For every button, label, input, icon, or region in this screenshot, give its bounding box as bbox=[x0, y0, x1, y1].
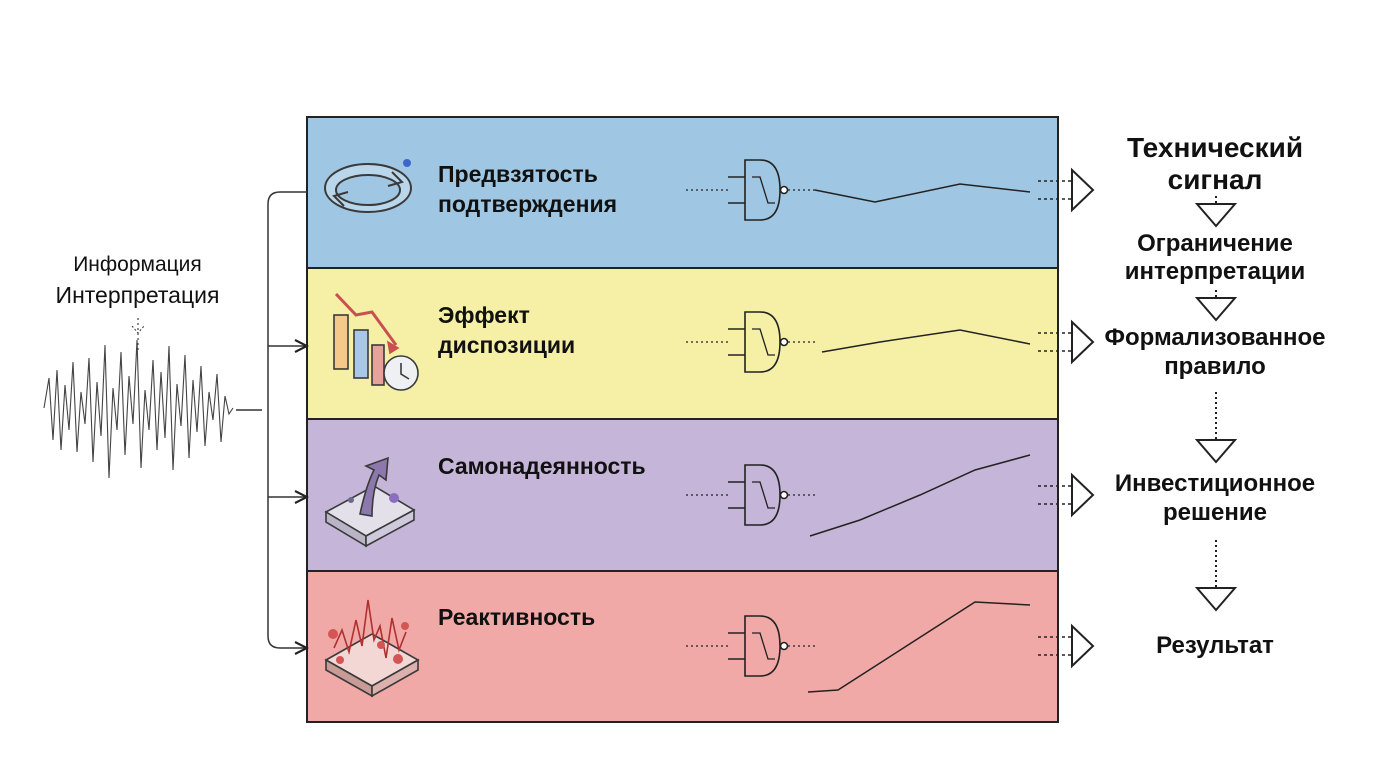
outline-arrow-icon bbox=[1038, 319, 1095, 365]
flow-connectors bbox=[1194, 196, 1238, 612]
rising-arrow-platform-icon bbox=[324, 456, 416, 548]
band-title-disposition-line1: Эффект bbox=[438, 302, 530, 328]
stage-technical-signal-line2: сигнал bbox=[1167, 164, 1263, 195]
stage-investment-decision-line1: Инвестиционное bbox=[1114, 470, 1316, 497]
cycle-arrows-icon bbox=[324, 159, 412, 213]
band-title-confirmation-line1: Предвзятость bbox=[438, 161, 598, 187]
spike-signal-platform-icon bbox=[324, 599, 420, 698]
stage-technical-signal-line1: Технический bbox=[1126, 132, 1304, 163]
output-trace-line bbox=[814, 183, 1031, 203]
band-reactivity bbox=[307, 571, 1058, 722]
output-trace-line bbox=[807, 601, 1031, 693]
outline-arrow-icon bbox=[1038, 167, 1095, 213]
input-label-interpretation: Интерпретация bbox=[55, 282, 220, 308]
logic-gate-icon bbox=[686, 159, 1031, 221]
stage-formal-rule-line1: Формализованное bbox=[1104, 324, 1326, 351]
declining-bars-clock-icon bbox=[333, 292, 419, 391]
output-trace-line bbox=[821, 329, 1031, 353]
stage-result: Результат bbox=[1156, 632, 1274, 659]
outline-arrow-icon bbox=[1038, 472, 1095, 518]
band-disposition-effect bbox=[307, 268, 1058, 419]
band-overconfidence bbox=[307, 419, 1058, 571]
brace-connector bbox=[236, 191, 307, 648]
stage-interpretation-limit-line2: интерпретации bbox=[1124, 258, 1306, 285]
logic-gate-icon bbox=[686, 601, 1031, 693]
output-trace-line bbox=[809, 454, 1031, 537]
band-title-reactivity: Реактивность bbox=[438, 604, 596, 630]
band-title-overconfidence: Самонадеянность bbox=[438, 453, 646, 479]
band-confirmation-bias bbox=[307, 117, 1058, 268]
input-label-information: Информация bbox=[73, 253, 202, 276]
stage-formal-rule-line2: правило bbox=[1164, 353, 1266, 380]
outline-arrow-icon bbox=[1038, 623, 1095, 669]
noisy-input-waveform bbox=[43, 339, 234, 479]
band-title-confirmation-line2: подтверждения bbox=[438, 191, 618, 217]
stage-investment-decision-line2: решение bbox=[1163, 499, 1267, 526]
logic-gate-icon bbox=[686, 454, 1031, 537]
logic-gate-icon bbox=[686, 311, 1031, 373]
stage-interpretation-limit-line1: Ограничение bbox=[1137, 230, 1293, 257]
band-title-disposition-line2: диспозиции bbox=[438, 332, 576, 358]
